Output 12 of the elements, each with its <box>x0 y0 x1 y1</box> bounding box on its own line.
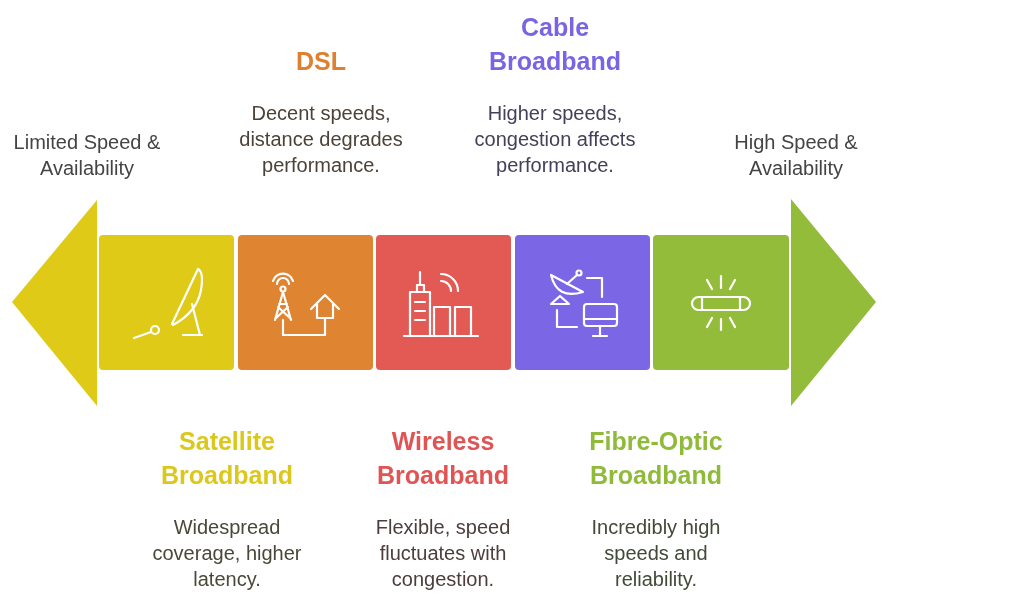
scale-end-label: Limited Speed & Availability <box>13 130 161 181</box>
segment-heading: Fibre-Optic Broadband <box>588 426 724 491</box>
segment-heading: DSL <box>295 46 347 77</box>
segment-description: Decent speeds, distance degrades performance. <box>238 101 404 178</box>
segment-description: Flexible, speed fluctuates with congestion. <box>375 515 511 592</box>
segment-description: Higher speeds, congestion affects performance. <box>474 101 636 178</box>
segment-description: Widespread coverage, higher latency. <box>152 515 302 592</box>
segment-heading: Satellite Broadband <box>160 426 294 491</box>
segment-heading: Wireless Broadband <box>376 426 510 491</box>
segment-heading: Cable Broadband <box>488 12 622 77</box>
segment-description: Incredibly high speeds and reliability. <box>591 515 721 592</box>
scale-end-label: High Speed & Availability <box>733 130 859 181</box>
